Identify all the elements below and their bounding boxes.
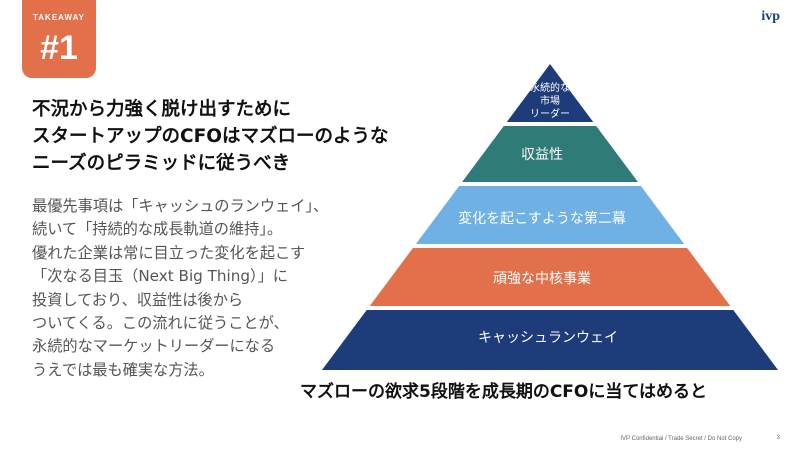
takeaway-badge: TAKEAWAY #1 bbox=[22, 0, 96, 78]
pyramid-level-profitability bbox=[462, 126, 638, 182]
pyramid-label-top-1: 永続的な bbox=[530, 81, 570, 94]
page-number: 3 bbox=[776, 435, 780, 441]
body-line: 永続的なマーケットリーダーになる bbox=[32, 337, 275, 356]
pyramid-label-top-2: 市場 bbox=[540, 94, 560, 107]
pyramid-label-second-act: 変化を起こすような第二幕 bbox=[458, 210, 626, 227]
body-line: 「次なる目玉（Next Big Thing）」に bbox=[32, 267, 288, 286]
pyramid-label-top-3: リーダー bbox=[530, 107, 570, 120]
body-line: ついてくる。この流れに従うことが、 bbox=[32, 314, 289, 333]
body-line: うえでは最も確実な方法。 bbox=[32, 360, 214, 379]
pyramid-caption: マズローの欲求5段階を成長期のCFOに当てはめると bbox=[300, 382, 708, 402]
pyramid-label-profitability: 収益性 bbox=[521, 147, 563, 163]
headline-line: 不況から力強く脱け出すために bbox=[32, 99, 292, 120]
body-line: 投資しており、収益性は後から bbox=[32, 290, 244, 309]
headline: 不況から力強く脱け出すために スタートアップのCFOはマズローのような ニーズの… bbox=[32, 96, 452, 177]
badge-number: #1 bbox=[40, 29, 78, 67]
confidential-footer: IVP Confidential / Trade Secret / Do Not… bbox=[620, 436, 742, 442]
pyramid-label-cash-runway: キャッシュランウェイ bbox=[478, 330, 618, 346]
body-line: 優れた企業は常に目立った変化を起こす bbox=[32, 243, 306, 262]
headline-line: ニーズのピラミッドに従うべき bbox=[32, 153, 291, 174]
body-line: 最優先事項は「キャッシュのランウェイ」、 bbox=[32, 197, 329, 215]
pyramid-level-core-business bbox=[369, 248, 731, 306]
ivp-logo: ivp bbox=[761, 9, 780, 24]
pyramid-level-top bbox=[506, 64, 594, 122]
badge-label: TAKEAWAY bbox=[32, 13, 85, 22]
body-line: 続いて「持続的な成長軌道の維持」。 bbox=[32, 220, 283, 239]
body-text: 最優先事項は「キャッシュのランウェイ」、 続いて「持続的な成長軌道の維持」。 優… bbox=[32, 195, 402, 382]
headline-line: スタートアップのCFOはマズローのような bbox=[32, 126, 389, 147]
pyramid-level-second-act bbox=[415, 186, 685, 244]
pyramid-level-cash-runway bbox=[322, 310, 778, 370]
pyramid-label-core-business: 頑強な中核事業 bbox=[493, 271, 591, 287]
